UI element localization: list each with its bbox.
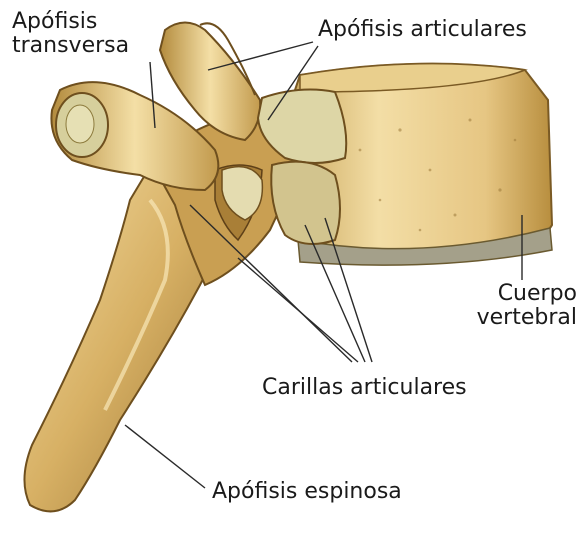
leader-apofisis-espinosa bbox=[125, 425, 205, 488]
label-cuerpo-vertebral-line1: Cuerpo bbox=[477, 282, 577, 306]
label-cuerpo-vertebral: Cuerpo vertebral bbox=[477, 282, 577, 330]
label-apofisis-espinosa: Apófisis espinosa bbox=[212, 480, 402, 504]
label-apofisis-transversa-line2: transversa bbox=[12, 34, 129, 58]
label-apofisis-transversa: Apófisis transversa bbox=[12, 10, 129, 58]
leader-carillas-2 bbox=[238, 258, 358, 362]
label-apofisis-articulares: Apófisis articulares bbox=[318, 18, 527, 42]
label-apofisis-transversa-line1: Apófisis bbox=[12, 10, 129, 34]
label-carillas-articulares: Carillas articulares bbox=[262, 376, 467, 400]
label-cuerpo-vertebral-line2: vertebral bbox=[477, 306, 577, 330]
